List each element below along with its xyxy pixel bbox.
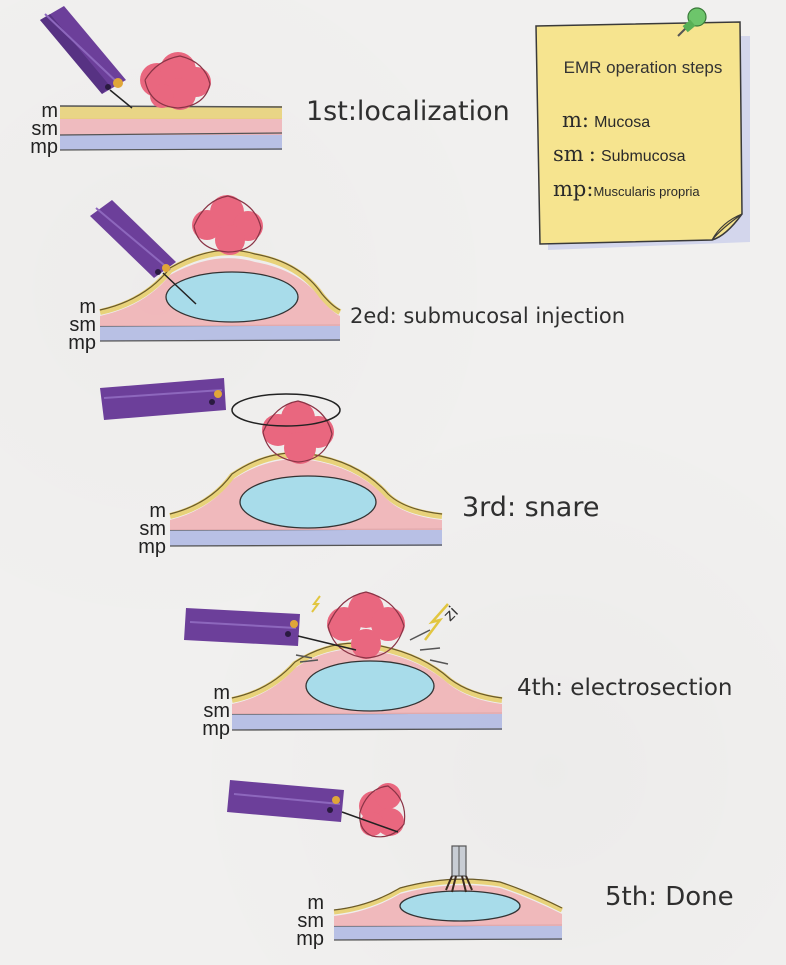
step-3-snare-loop: [231, 393, 341, 427]
layer-tag-sm: sm: [31, 118, 58, 140]
step-4-polyp: [327, 591, 405, 659]
spark-text: zi: [439, 602, 462, 625]
layer-tag-m: m: [149, 500, 166, 522]
layer-tag-mp: mp: [68, 332, 96, 354]
legend-value: Muscularis propria: [593, 184, 700, 199]
step-3-injection-bubble: [240, 476, 376, 528]
legend-separator: :: [581, 108, 589, 132]
step-4-illustration: zi: [184, 591, 503, 731]
sticky-note: [535, 7, 750, 250]
layer-tag-mp: mp: [138, 536, 166, 558]
layer-tag-m: m: [213, 682, 230, 704]
step-5-muscularis-layer: [334, 926, 562, 940]
step-4-label: 4th: electrosection: [517, 675, 733, 701]
step-5-endoscope: [227, 780, 399, 833]
step-1-submucosa-layer: [60, 118, 282, 135]
step-5-polyp: [359, 783, 406, 838]
step-2-polyp: [192, 195, 263, 255]
step-3-label: 3rd: snare: [462, 492, 600, 523]
legend-row-mucosa: m: Mucosa: [562, 108, 650, 132]
step-4-endoscope: [184, 608, 357, 651]
layer-tag-sm: sm: [139, 518, 166, 540]
legend-row-submucosa: sm : Submucosa: [553, 142, 685, 166]
legend-row-muscularis: mp:Muscularis propria: [553, 177, 700, 201]
legend-key: sm: [553, 142, 584, 166]
step-2-illustration: [90, 195, 342, 342]
legend-separator: :: [588, 142, 596, 166]
step-1-label: 1st:localization: [306, 96, 510, 127]
step-5-layer-tags: m sm mp: [280, 892, 324, 950]
layer-tag-mp: mp: [30, 136, 58, 158]
layer-tag-m: m: [79, 296, 96, 318]
layer-tag-sm: sm: [203, 700, 230, 722]
step-3-layer-tags: m sm mp: [122, 500, 166, 558]
step-4-muscularis-layer: [232, 714, 502, 730]
legend-key: m: [562, 108, 582, 132]
layer-tag-sm: sm: [69, 314, 96, 336]
step-5-illustration: [227, 780, 564, 941]
step-3-polyp: [262, 400, 334, 464]
step-1-layer-tags: m sm mp: [14, 100, 58, 158]
layer-tag-m: m: [307, 892, 324, 914]
step-2-layer-tags: m sm mp: [52, 296, 96, 354]
step-5-label: 5th: Done: [605, 882, 734, 912]
step-4-layer-tags: m sm mp: [186, 682, 230, 740]
step-1-mucosa-layer: [60, 106, 282, 119]
step-3-illustration: [100, 378, 443, 547]
push-pin-icon: [677, 7, 707, 37]
step-3-endoscope: [100, 378, 226, 420]
layer-tag-m: m: [41, 100, 58, 122]
layer-tag-mp: mp: [296, 928, 324, 950]
note-title: EMR operation steps: [563, 58, 723, 77]
layer-tag-mp: mp: [202, 718, 230, 740]
step-5-clip: [445, 845, 473, 893]
step-1-muscularis-layer: [60, 134, 282, 150]
step-5-injection-bubble: [400, 891, 520, 921]
layer-tag-sm: sm: [297, 910, 324, 932]
legend-separator: :: [586, 177, 594, 201]
step-2-endoscope: [90, 200, 197, 305]
step-3-muscularis-layer: [170, 530, 442, 546]
step-1-polyp: [140, 52, 211, 110]
step-1-illustration: [40, 6, 283, 151]
step-2-injection-bubble: [166, 272, 298, 322]
step-2-label: 2ed: submucosal injection: [350, 304, 626, 328]
legend-value: Mucosa: [594, 114, 651, 131]
step-1-endoscope: [40, 6, 133, 109]
step-4-injection-bubble: [306, 661, 434, 711]
legend-key: mp: [553, 177, 587, 201]
legend-value: Submucosa: [600, 148, 686, 165]
step-2-muscularis-layer: [100, 326, 340, 341]
